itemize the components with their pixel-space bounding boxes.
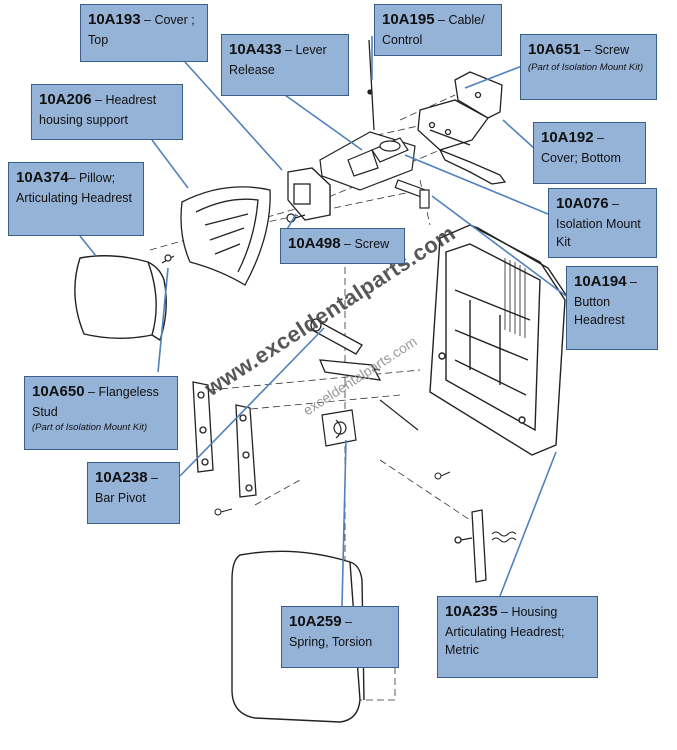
callout-text: – Headrest housing support bbox=[39, 93, 157, 127]
leader-lines bbox=[79, 36, 567, 607]
callout-code: 10A259 bbox=[289, 613, 342, 630]
callout-code: 10A235 bbox=[445, 603, 498, 620]
flangeless-stud-part bbox=[161, 254, 175, 264]
torsion-spring-part bbox=[321, 399, 419, 447]
callout-subtext: (Part of Isolation Mount Kit) bbox=[32, 421, 148, 433]
cover-top-part bbox=[287, 167, 331, 221]
isolation-mount-part bbox=[394, 179, 430, 209]
callout-text: – Flangeless Stud bbox=[32, 385, 159, 419]
callout-text: – Lever Release bbox=[229, 43, 327, 77]
cable-control-part bbox=[367, 39, 375, 131]
callout-10A651: 10A651 – Screw (Part of Isolation Mount … bbox=[520, 34, 657, 100]
callout-text: – Cover ; Top bbox=[88, 13, 195, 47]
callout-code: 10A498 bbox=[288, 235, 341, 252]
callout-code: 10A651 bbox=[528, 41, 581, 58]
callout-code: 10A192 bbox=[541, 129, 594, 146]
side-link-left bbox=[192, 381, 214, 473]
latch-part bbox=[454, 509, 487, 583]
callout-text: – Screw bbox=[580, 43, 630, 57]
callout-10A259: 10A259 – Spring, Torsion bbox=[281, 606, 399, 668]
callout-code: 10A650 bbox=[32, 383, 85, 400]
callout-10A193: 10A193 – Cover ; Top bbox=[80, 4, 208, 62]
small-screw-left bbox=[214, 508, 233, 516]
callout-10A374: 10A374– Pillow; Articulating Headrest bbox=[8, 162, 144, 236]
callout-10A238: 10A238 – Bar Pivot bbox=[87, 462, 180, 524]
callout-10A235: 10A235 – Housing Articulating Headrest; … bbox=[437, 596, 598, 678]
lever-release-part bbox=[319, 131, 416, 191]
small-screw-center bbox=[434, 471, 451, 480]
callout-subtext: (Part of Isolation Mount Kit) bbox=[528, 61, 644, 73]
callout-code: 10A206 bbox=[39, 91, 92, 108]
housing-articulating-headrest-part bbox=[429, 224, 569, 456]
callout-code: 10A194 bbox=[574, 273, 627, 290]
cover-bottom-part bbox=[417, 71, 507, 185]
callout-text: – Screw bbox=[340, 237, 390, 251]
coil-spring-part bbox=[491, 531, 517, 543]
callout-10A650: 10A650 – Flangeless Stud (Part of Isolat… bbox=[24, 376, 178, 450]
headrest-housing-support-part bbox=[180, 186, 271, 286]
callout-code: 10A433 bbox=[229, 41, 282, 58]
callout-10A192: 10A192 – Cover; Bottom bbox=[533, 122, 646, 184]
pillow-part bbox=[74, 255, 167, 342]
callout-code: 10A193 bbox=[88, 11, 141, 28]
callout-text: – Cover; Bottom bbox=[541, 131, 621, 165]
callout-text: – Button Headrest bbox=[574, 275, 637, 327]
callout-text: – Isolation Mount Kit bbox=[556, 197, 641, 249]
callout-code: 10A374 bbox=[16, 169, 69, 186]
callout-10A498: 10A498 – Screw bbox=[280, 228, 405, 264]
callout-text: – Spring, Torsion bbox=[289, 615, 373, 649]
callout-code: 10A195 bbox=[382, 11, 435, 28]
callout-10A194: 10A194 – Button Headrest bbox=[566, 266, 658, 350]
callout-text: – Bar Pivot bbox=[95, 471, 158, 505]
callout-10A195: 10A195 – Cable/ Control bbox=[374, 4, 502, 56]
callout-10A433: 10A433 – Lever Release bbox=[221, 34, 349, 96]
callout-code: 10A076 bbox=[556, 195, 609, 212]
callout-10A206: 10A206 – Headrest housing support bbox=[31, 84, 183, 140]
callout-text: – Cable/ Control bbox=[382, 13, 485, 47]
callout-code: 10A238 bbox=[95, 469, 148, 486]
side-link-right bbox=[235, 404, 257, 498]
callout-text: – Pillow; Articulating Headrest bbox=[16, 171, 133, 205]
callout-10A076: 10A076 – Isolation Mount Kit bbox=[548, 188, 657, 258]
callout-text: – Housing Articulating Headrest; Metric bbox=[445, 605, 565, 657]
